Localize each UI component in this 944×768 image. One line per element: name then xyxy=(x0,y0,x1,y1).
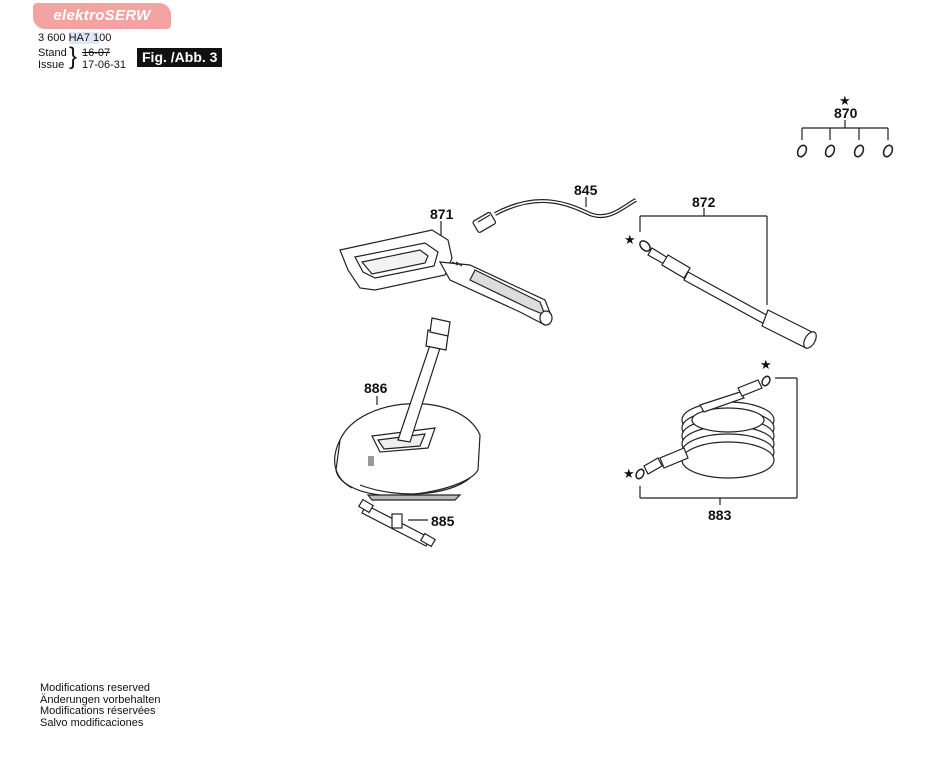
old-date: 16-07 xyxy=(82,47,111,59)
star-marker-870: ★ xyxy=(839,93,851,108)
part-label-885: 885 xyxy=(431,513,455,529)
modifications-line-de: Änderungen vorbehalten xyxy=(40,693,161,706)
hose-883 xyxy=(635,375,798,505)
part-label-871: 871 xyxy=(430,206,454,222)
modifications-line-es: Salvo modificaciones xyxy=(40,716,144,729)
modifications-line-en: Modifications reserved xyxy=(40,682,151,694)
star-marker-883-bottom: ★ xyxy=(623,466,635,481)
spray-gun-871 xyxy=(339,221,553,326)
part-label-845: 845 xyxy=(574,182,598,198)
new-date: 17-06-31 xyxy=(82,59,127,71)
bracket-870 xyxy=(801,120,889,140)
part-code-prefix: 3 600 xyxy=(38,32,69,44)
figure-label: Fig. /Abb. 3 xyxy=(137,48,223,67)
stand-issue-labels: Stand Issue xyxy=(38,47,67,71)
star-marker-883-top: ★ xyxy=(760,357,772,372)
part-label-886: 886 xyxy=(364,380,388,396)
elektroserw-logo: elektroSERW xyxy=(33,3,171,29)
brace-symbol: } xyxy=(69,43,78,70)
issue-label: Issue xyxy=(38,59,65,71)
surface-cleaner-886 xyxy=(334,317,481,501)
hose-845 xyxy=(472,197,637,233)
star-marker-872: ★ xyxy=(624,232,636,247)
stand-label: Stand xyxy=(38,47,67,59)
part-label-870: 870 xyxy=(834,105,858,121)
lance-872 xyxy=(639,208,817,349)
part-label-883: 883 xyxy=(708,507,732,523)
revision-dates: 16-07 17-06-31 xyxy=(82,47,126,71)
part-code-highlight: HA7 1 xyxy=(68,32,100,44)
modifications-notice: Modifications reserved Änderungen vorbeh… xyxy=(40,682,161,729)
part-label-872: 872 xyxy=(692,194,716,210)
nozzle-bar-885 xyxy=(357,498,437,548)
part-code-suffix: 00 xyxy=(99,32,112,44)
modifications-line-fr: Modifications réservées xyxy=(40,705,156,717)
o-rings-870 xyxy=(796,144,894,158)
part-code: 3 600 HA7 100 xyxy=(38,32,111,44)
